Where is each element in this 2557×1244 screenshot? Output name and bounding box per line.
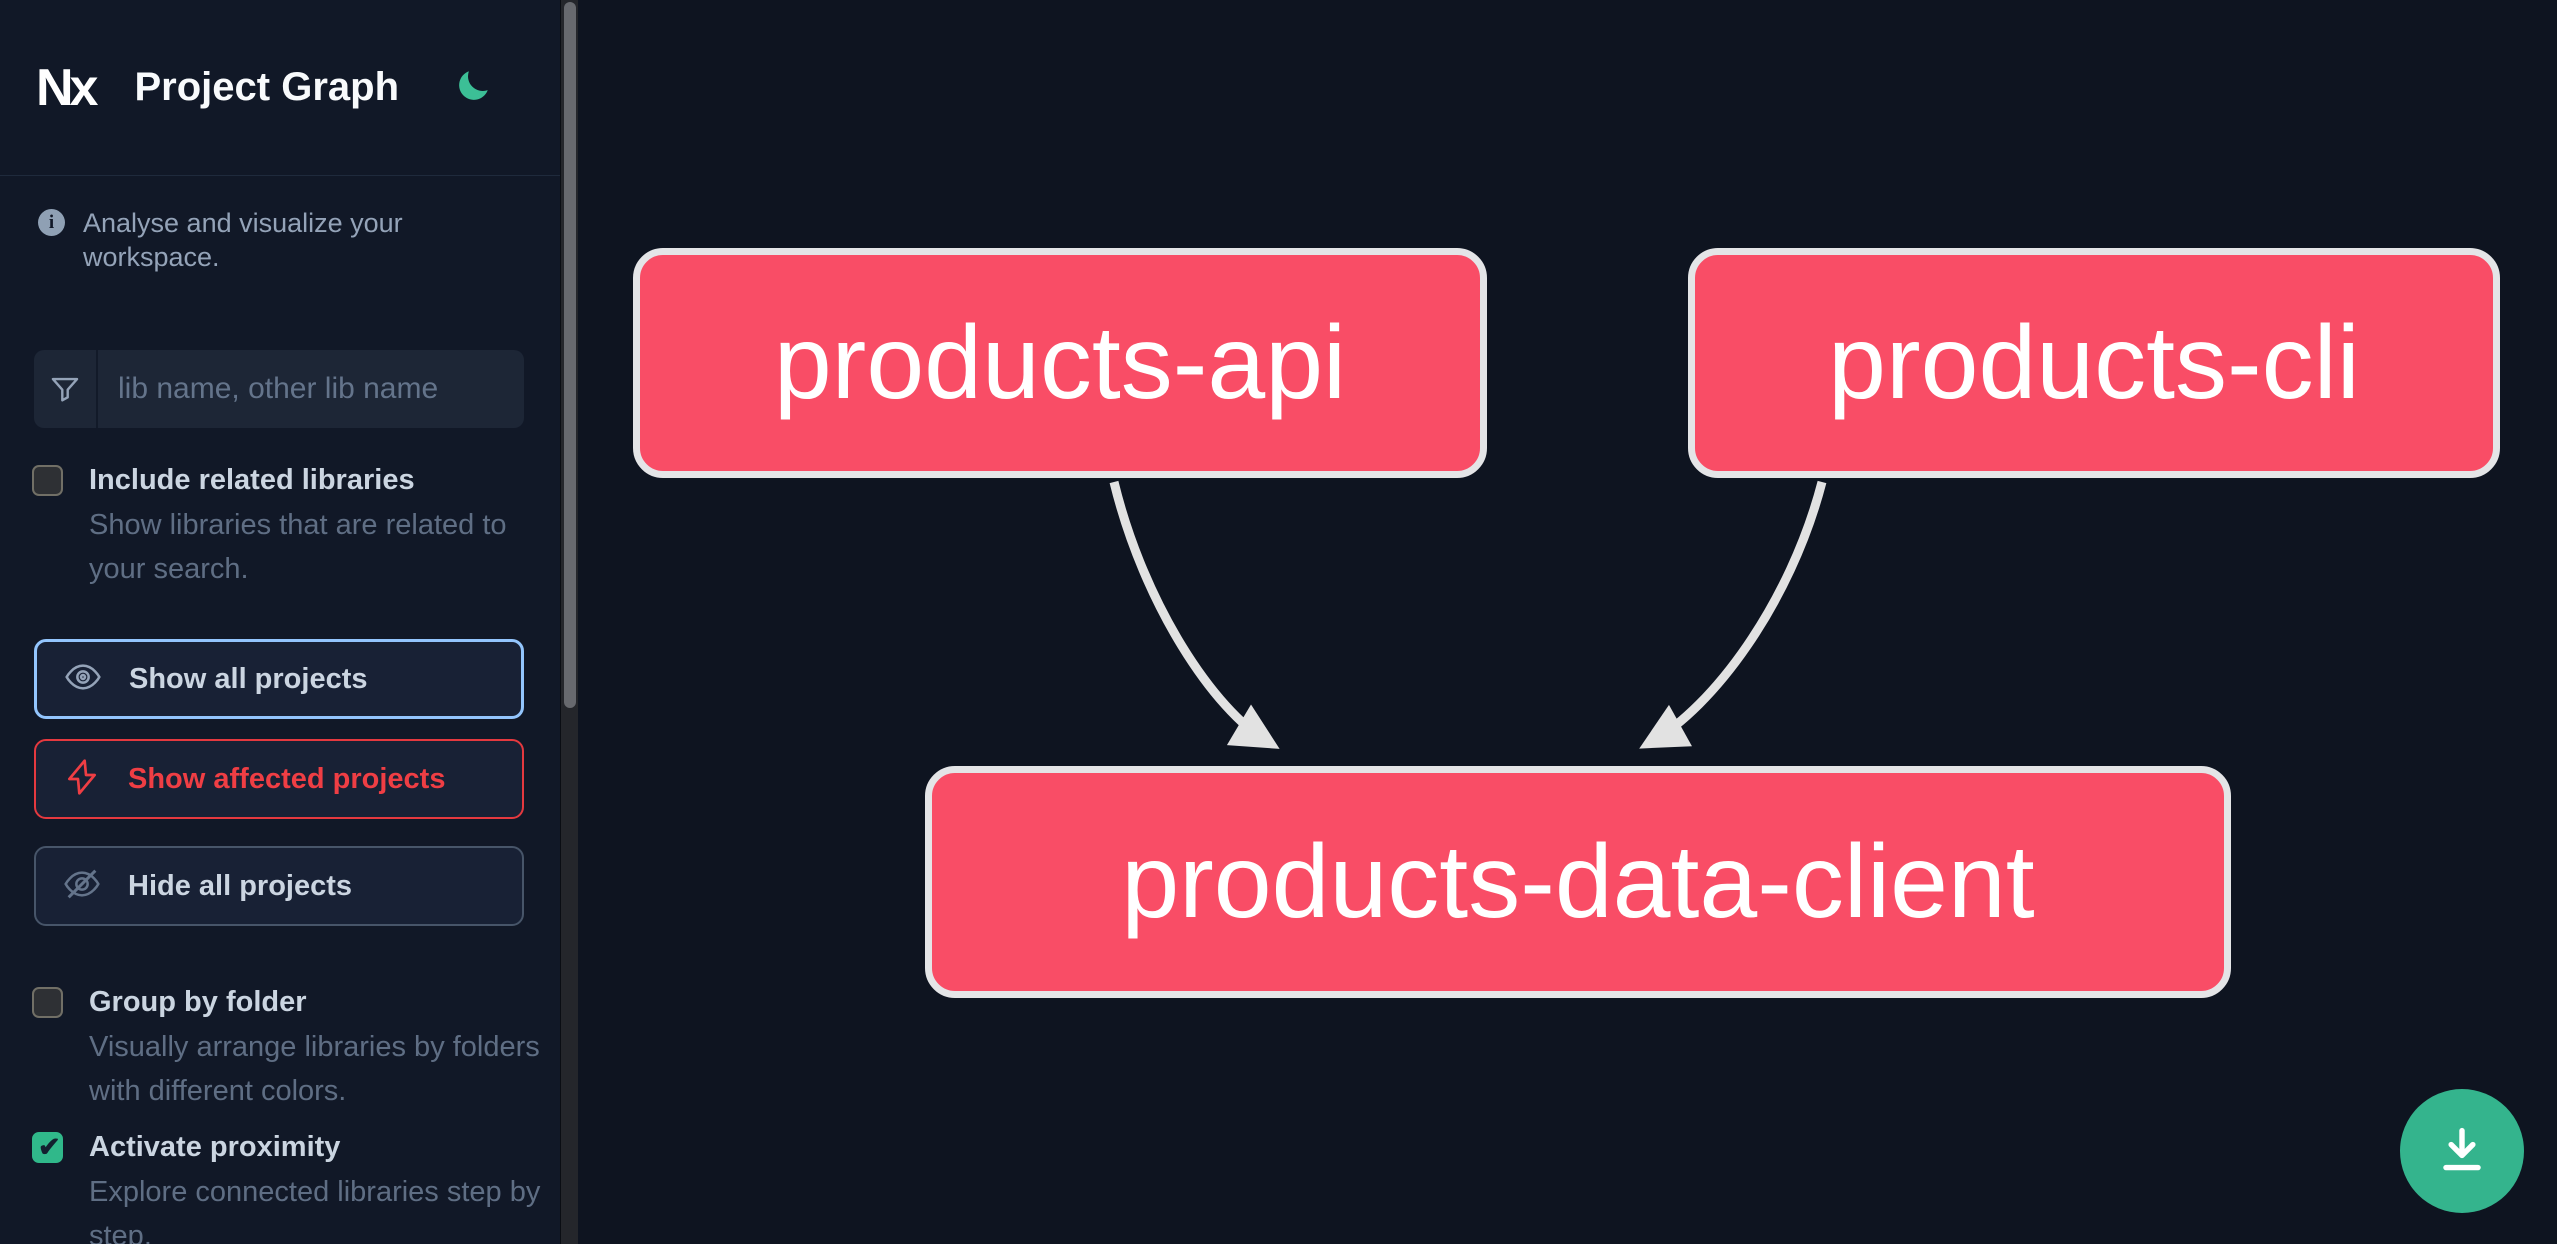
edge-products-cli-to-data-client — [1639, 480, 1827, 749]
project-graph-canvas[interactable]: products-api products-cli products-data-… — [578, 0, 2557, 1244]
include-related-group: Include related libraries Show libraries… — [32, 464, 524, 591]
search-box — [34, 350, 524, 428]
node-label: products-cli — [1828, 304, 2360, 421]
hide-all-projects-button[interactable]: Hide all projects — [34, 846, 524, 926]
sidebar: Nx Project Graph i Analyse and visualize… — [0, 0, 560, 1244]
edge-products-api-to-data-client — [1109, 480, 1280, 749]
group-by-folder-label: Group by folder — [89, 986, 307, 1018]
node-products-cli[interactable]: products-cli — [1688, 248, 2500, 478]
node-products-api[interactable]: products-api — [633, 248, 1487, 478]
download-graph-button[interactable] — [2400, 1089, 2524, 1213]
sidebar-scrollbar-track[interactable] — [560, 0, 578, 1244]
theme-toggle-button[interactable] — [451, 66, 495, 110]
sidebar-header: Nx Project Graph — [0, 0, 560, 176]
funnel-icon — [34, 350, 98, 428]
show-all-projects-button[interactable]: Show all projects — [34, 639, 524, 719]
show-affected-projects-label: Show affected projects — [128, 762, 446, 795]
include-related-checkbox[interactable] — [32, 465, 63, 496]
dependency-edges — [1109, 480, 1827, 749]
moon-icon — [454, 67, 492, 108]
show-affected-projects-button[interactable]: Show affected projects — [34, 739, 524, 819]
group-by-folder-checkbox[interactable] — [32, 987, 63, 1018]
lightning-icon — [62, 757, 102, 802]
page-title: Project Graph — [134, 65, 399, 109]
show-all-projects-label: Show all projects — [129, 662, 368, 695]
search-input[interactable] — [98, 350, 524, 428]
activate-proximity-group: Activate proximity Explore connected lib… — [32, 1131, 540, 1244]
tagline-text: Analyse and visualize your workspace. — [83, 208, 403, 272]
group-by-folder-group: Group by folder Visually arrange librari… — [32, 986, 540, 1113]
info-icon: i — [38, 209, 65, 236]
sidebar-scrollbar-thumb[interactable] — [564, 2, 576, 708]
hide-all-projects-label: Hide all projects — [128, 869, 353, 902]
activate-proximity-checkbox[interactable] — [32, 1132, 63, 1163]
workspace-tagline: i Analyse and visualize your workspace. — [38, 206, 524, 274]
eye-slash-icon — [62, 864, 102, 909]
eye-icon — [63, 657, 103, 702]
activate-proximity-description: Explore connected libraries step by step… — [89, 1176, 541, 1244]
include-related-label: Include related libraries — [89, 464, 415, 496]
include-related-description: Show libraries that are related to your … — [89, 509, 507, 585]
group-by-folder-description: Visually arrange libraries by folders wi… — [89, 1031, 540, 1107]
node-products-data-client[interactable]: products-data-client — [925, 766, 2231, 998]
node-label: products-api — [773, 304, 1347, 421]
nx-logo: Nx — [36, 58, 99, 117]
node-label: products-data-client — [1121, 823, 2035, 940]
activate-proximity-label: Activate proximity — [89, 1131, 341, 1163]
download-icon — [2431, 1119, 2493, 1184]
